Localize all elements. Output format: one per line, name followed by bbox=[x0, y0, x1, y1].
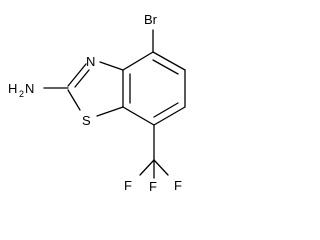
atom-label-f-left: F bbox=[124, 178, 132, 193]
bond-c-f-left bbox=[139, 159, 155, 176]
bond-c3a-c4 bbox=[122, 51, 154, 71]
atom-label-h-count: 2 bbox=[19, 89, 24, 99]
bond-c7-c7a bbox=[122, 106, 155, 126]
bond-c3a-n3 bbox=[99, 61, 124, 71]
atom-label-n-ring: N bbox=[86, 54, 95, 69]
bond-c6-c7-inner bbox=[153, 102, 179, 118]
bond-c4-c5-inner bbox=[152, 59, 179, 75]
atom-label-h-amine: H bbox=[8, 81, 17, 96]
atom-label-f-middle: F bbox=[149, 179, 157, 194]
bond-n3-c2-inner bbox=[74, 69, 90, 88]
bond-c-f-right bbox=[153, 159, 169, 176]
structure-diagram: Br N S H 2 N F F F bbox=[8, 12, 186, 194]
bond-c6-c7 bbox=[153, 106, 186, 126]
atom-label-f-right: F bbox=[174, 178, 182, 193]
atom-label-br: Br bbox=[144, 12, 158, 27]
atom-label-s-ring: S bbox=[82, 113, 91, 128]
bond-c2-s1 bbox=[67, 89, 81, 111]
atom-label-n-amine: N bbox=[25, 81, 34, 96]
bond-s1-c7a bbox=[96, 106, 124, 117]
bond-n3-c2 bbox=[67, 63, 87, 87]
bond-c4-c5 bbox=[152, 51, 186, 71]
